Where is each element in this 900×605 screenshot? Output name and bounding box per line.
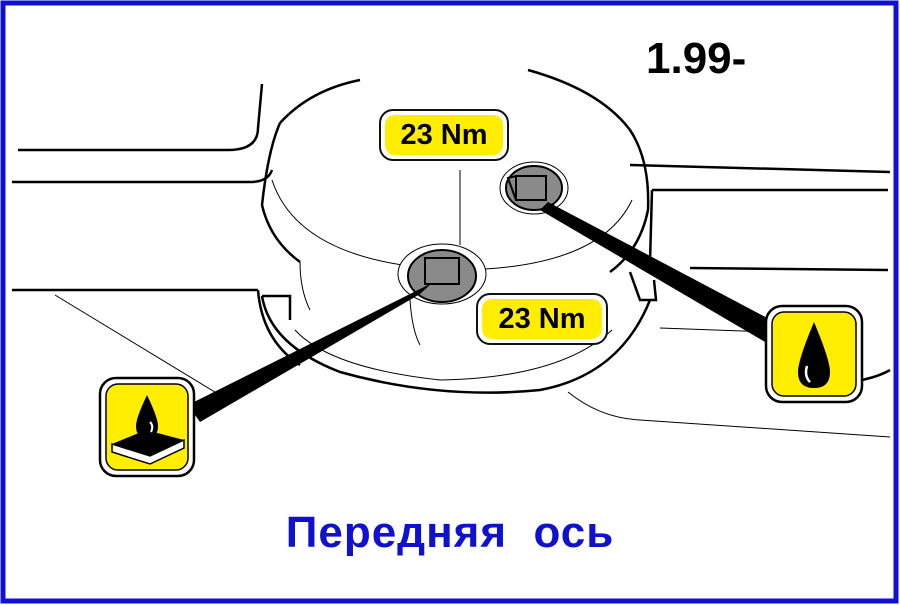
torque-label-lower: 23 Nm <box>476 293 608 345</box>
leader-line-right <box>540 202 790 346</box>
torque-value-upper: 23 Nm <box>385 115 503 155</box>
model-year-label: 1.99- <box>646 34 747 83</box>
hub <box>260 68 658 394</box>
leader-line-left <box>188 283 432 422</box>
oil-drop-on-plate-icon <box>98 376 196 478</box>
housing-right <box>629 163 891 382</box>
caption-front-axle: Передняя ось <box>285 508 615 557</box>
torque-value-lower: 23 Nm <box>482 299 602 339</box>
oil-drop-icon <box>764 304 864 404</box>
torque-label-upper: 23 Nm <box>379 109 509 161</box>
fill-plug <box>499 161 569 215</box>
housing-left <box>12 83 301 367</box>
